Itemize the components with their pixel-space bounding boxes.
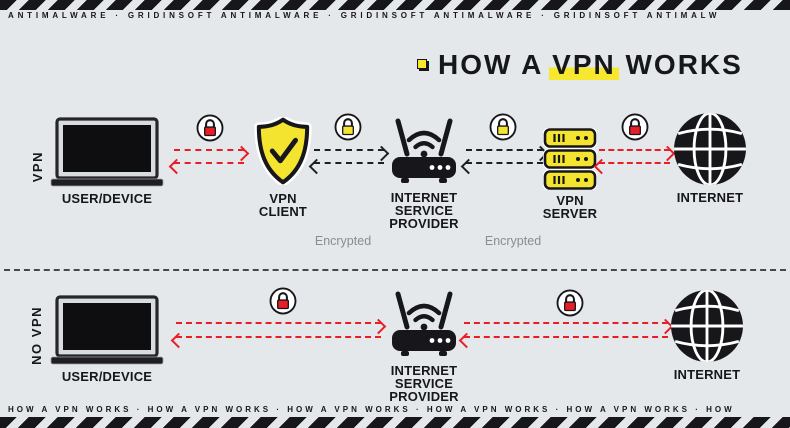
isp-label: INTERNET SERVICE PROVIDER	[389, 363, 459, 404]
shield-check-icon	[254, 117, 312, 185]
internet-label: INTERNET	[673, 367, 741, 382]
node-user-device-novpn: USER/DEVICE	[40, 295, 174, 383]
internet-label: INTERNET	[676, 190, 744, 205]
arrow-left-icon	[176, 336, 381, 338]
arrow-left-icon	[174, 162, 244, 164]
isp-label: INTERNET SERVICE PROVIDER	[389, 190, 459, 231]
encrypted-label: Encrypted	[484, 234, 542, 248]
title-highlight: VPN	[549, 49, 619, 80]
hazard-stripes-bottom	[0, 417, 790, 428]
laptop-icon	[50, 117, 164, 187]
node-vpn-client: VPN CLIENT	[248, 117, 318, 218]
arrow-right-icon	[466, 149, 543, 151]
node-user-device-vpn: USER/DEVICE	[40, 117, 174, 205]
arrow-right-icon	[174, 149, 244, 151]
page-title: HOW A VPN WORKS	[438, 49, 743, 81]
node-internet-novpn: INTERNET	[669, 289, 745, 381]
arrow-left-icon	[464, 336, 668, 338]
arrow-right-icon	[314, 149, 384, 151]
yellow-lock-icon	[334, 113, 362, 141]
user-device-label: USER/DEVICE	[61, 369, 153, 384]
arrow-left-icon	[599, 162, 670, 164]
arrow-right-icon	[176, 322, 381, 324]
yellow-lock-icon	[489, 113, 517, 141]
vpn-client-label: VPN CLIENT	[258, 191, 308, 219]
vpn-server-label: VPN SERVER	[542, 193, 598, 221]
red-lock-icon	[621, 113, 649, 141]
globe-icon	[674, 113, 746, 185]
encrypted-label: Encrypted	[314, 234, 372, 248]
row-divider	[4, 269, 786, 271]
top-marquee: ANTIMALWARE · GRIDINSOFT ANTIMALWARE · G…	[8, 11, 721, 20]
red-lock-icon	[196, 114, 224, 142]
arrow-left-icon	[466, 162, 543, 164]
node-vpn-server: VPN SERVER	[541, 128, 599, 220]
server-stack-icon	[543, 128, 597, 190]
node-isp-novpn: INTERNET SERVICE PROVIDER	[387, 287, 461, 403]
router-wifi-icon	[392, 291, 456, 356]
title-post: WORKS	[615, 49, 743, 80]
hazard-stripes-top	[0, 0, 790, 10]
router-wifi-icon	[392, 118, 456, 183]
user-device-label: USER/DEVICE	[61, 191, 153, 206]
laptop-icon	[50, 295, 164, 365]
title-pre: HOW A	[438, 49, 553, 80]
node-internet-vpn: INTERNET	[672, 112, 748, 204]
arrow-right-icon	[599, 149, 670, 151]
globe-icon	[671, 290, 743, 362]
title-bullet-icon	[417, 59, 427, 69]
bottom-marquee: HOW A VPN WORKS · HOW A VPN WORKS · HOW …	[8, 405, 735, 414]
red-lock-icon	[269, 287, 297, 315]
red-lock-icon	[556, 289, 584, 317]
arrow-right-icon	[464, 322, 668, 324]
arrow-left-icon	[314, 162, 384, 164]
node-isp-vpn: INTERNET SERVICE PROVIDER	[387, 114, 461, 230]
